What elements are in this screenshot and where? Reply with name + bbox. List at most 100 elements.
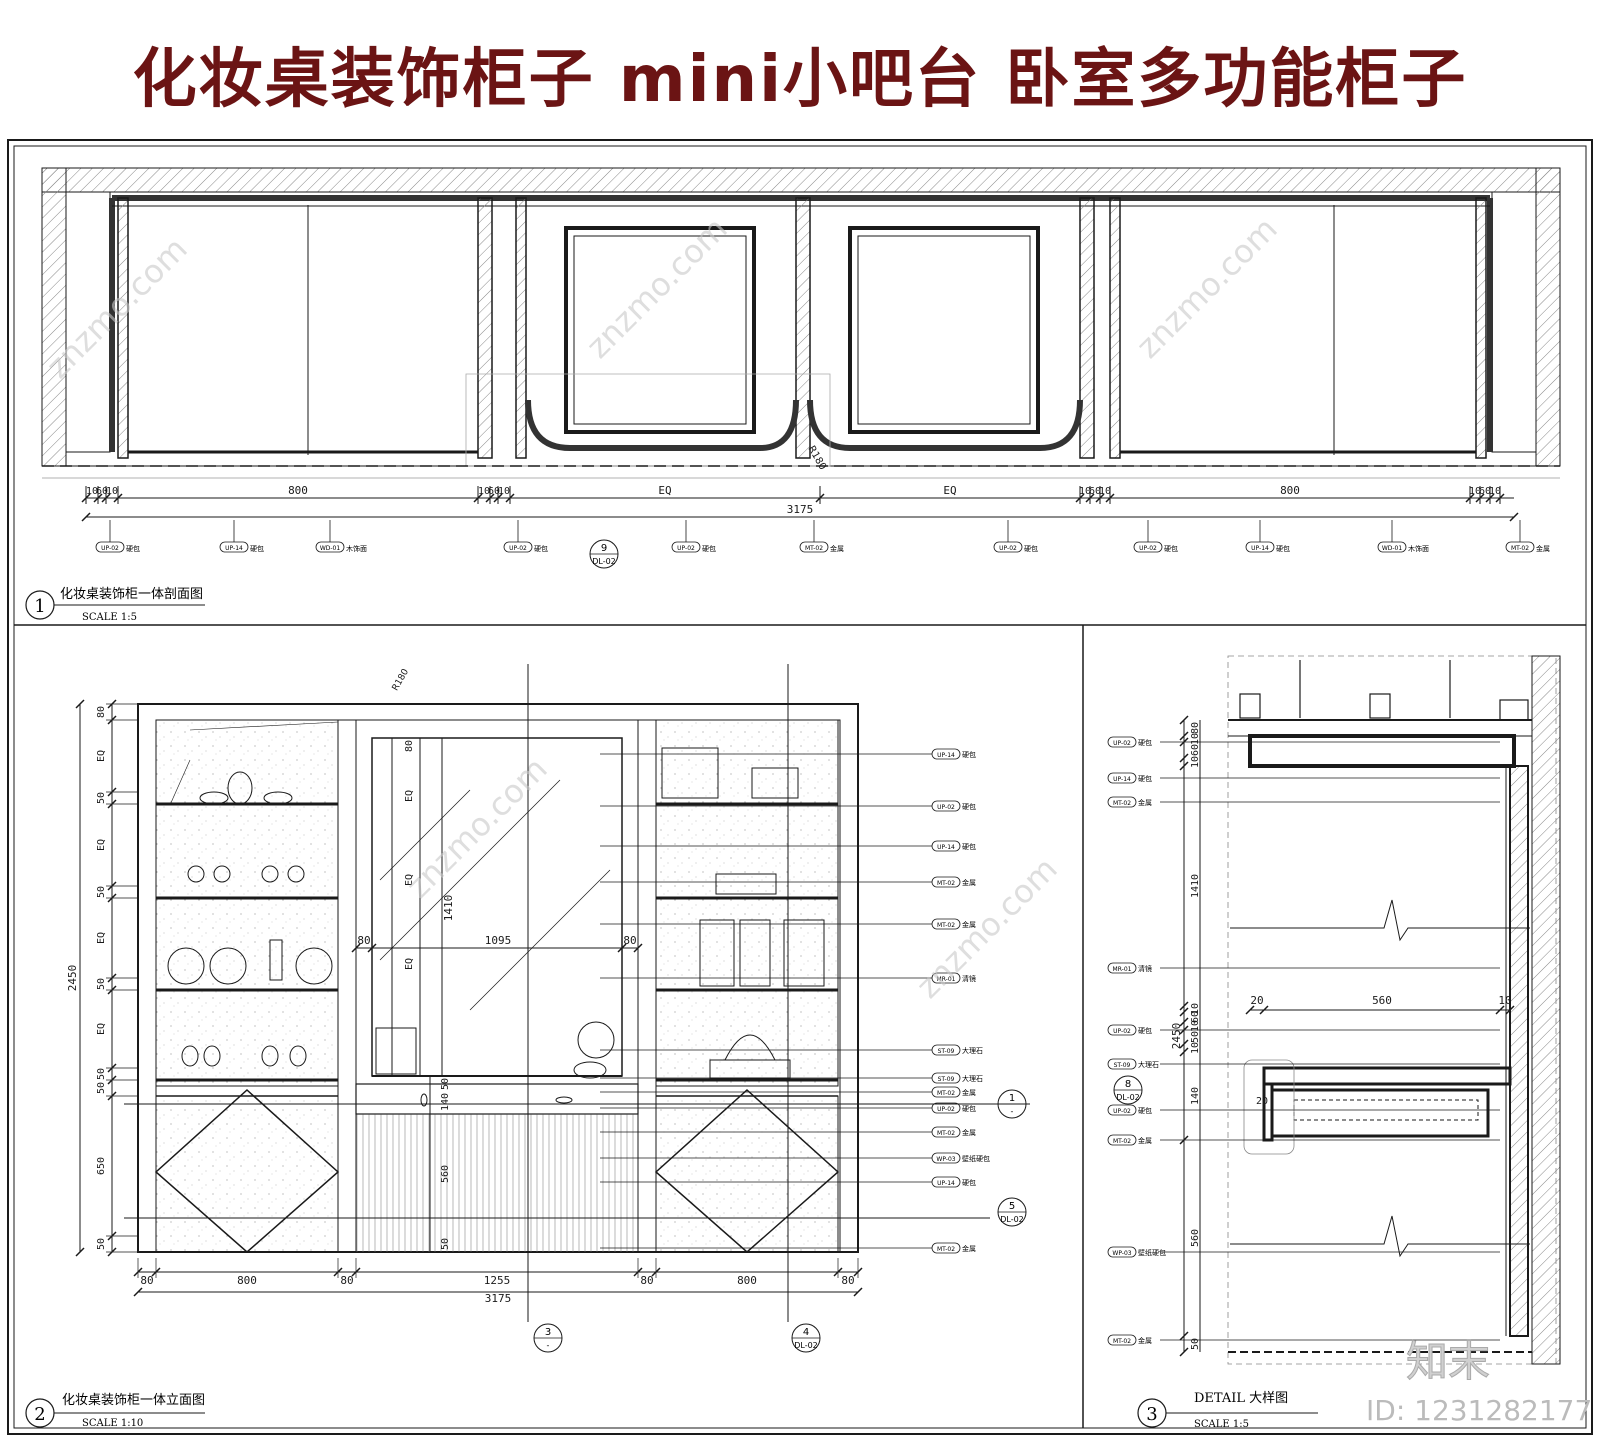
material-tag-code: WD-01 — [1382, 545, 1403, 552]
material-tag-code: UP-14 — [937, 752, 955, 759]
elevation-dimensions: 80EQ50EQ50EQ50EQ505065050245080EQEQEQ141… — [66, 706, 855, 1305]
material-tag-code: MT-02 — [937, 1130, 955, 1137]
dim-tick — [1505, 1005, 1515, 1015]
section-callout-marker: 1- — [997, 1089, 1027, 1119]
material-tag-text: 硬包 — [962, 1178, 976, 1187]
section-dim-label: 10 — [498, 486, 510, 497]
detail-dim-top: 560 — [1372, 994, 1392, 1007]
elevation-dim-drawer: 50 — [440, 1078, 451, 1090]
section-callout: 9DL-02 — [589, 539, 619, 569]
elevation-caption-scale: SCALE 1:10 — [82, 1418, 143, 1429]
dim-tick — [633, 943, 643, 953]
section-caption: 1 化妆桌装饰柜一体剖面图 SCALE 1:5 — [25, 587, 205, 623]
detail-callout: 8DL-02 — [1113, 1075, 1143, 1105]
dim-tick — [1179, 753, 1189, 763]
dim-tick — [75, 1247, 85, 1257]
detail-dim-label: 50 — [1190, 1031, 1201, 1043]
material-tag-code: MR-01 — [1113, 966, 1132, 973]
material-tag-text: 木饰面 — [1408, 544, 1429, 553]
dim-tick — [1179, 1007, 1189, 1017]
elevation-dim-mirror-height: 1410 — [442, 895, 455, 922]
detail-dim-top: 10 — [1498, 994, 1511, 1007]
material-tag-code: MT-02 — [937, 1246, 955, 1253]
material-tag-text: 金属 — [1138, 1336, 1152, 1345]
material-tag-code: ST-09 — [938, 1048, 955, 1055]
elevation-dim-bottom: 80 — [640, 1274, 653, 1287]
dim-tick — [81, 512, 91, 522]
callout-sheet: DL-02 — [1116, 1093, 1140, 1102]
material-tag-text: 硬包 — [702, 544, 716, 553]
section-dim-label: 10 — [1079, 486, 1091, 497]
callout-sheet: - — [547, 1341, 550, 1350]
elevation-dim-drawer: 140 — [440, 1093, 451, 1111]
material-tag-text: 硬包 — [1164, 544, 1178, 553]
detail-dim-side: 20 — [1256, 1096, 1268, 1107]
section-view — [41, 167, 1561, 522]
dim-tick — [1179, 1347, 1189, 1357]
elevation-dim-center: EQ — [404, 790, 415, 802]
dim-tick — [1259, 1005, 1269, 1015]
material-tag-text: 木饰面 — [346, 544, 367, 553]
section-caption-name: 化妆桌装饰柜一体剖面图 — [60, 587, 203, 602]
elevation-dim-center: EQ — [404, 874, 415, 886]
detail-dim-label: 560 — [1190, 1229, 1201, 1247]
dim-tick — [1179, 731, 1189, 741]
material-tag-text: 金属 — [1138, 798, 1152, 807]
material-tag-code: UP-02 — [937, 804, 955, 811]
material-tag-code: UP-02 — [101, 545, 119, 552]
callout-number: 9 — [601, 543, 607, 554]
material-tag-code: WP-03 — [936, 1156, 955, 1163]
radius-label-left: R180 — [391, 667, 412, 693]
material-tag-text: 大理石 — [962, 1046, 983, 1055]
material-tag: ST-09 大理石 — [600, 1044, 983, 1056]
material-tag-text: 金属 — [1138, 1136, 1152, 1145]
section-callout-marker: 3- — [533, 1323, 563, 1353]
elevation-dim-label: 50 — [96, 1238, 107, 1250]
detail-caption: 3 DETAIL 大样图 SCALE 1:5 — [1137, 1391, 1318, 1430]
elevation-dim-total-width: 3175 — [485, 1292, 512, 1305]
material-tag-text: 金属 — [830, 544, 844, 553]
section-callout-marker: 4DL-02 — [791, 1323, 821, 1353]
material-tag-code: UP-14 — [937, 1180, 955, 1187]
material-tag-text: 硬包 — [1138, 738, 1152, 747]
callout-sheet: - — [1011, 1107, 1014, 1116]
elevation-dim-label: 50 — [96, 978, 107, 990]
callout-number: 8 — [1125, 1079, 1131, 1090]
elevation-dim-inner-side-left: 80 — [357, 934, 370, 947]
material-tag-text: 大理石 — [1138, 1060, 1159, 1069]
dim-tick — [1495, 1005, 1505, 1015]
material-tag-code: UP-14 — [1251, 545, 1269, 552]
material-tag-code: MT-02 — [805, 545, 823, 552]
material-tag-code: MT-02 — [937, 880, 955, 887]
material-tag-text: 硬包 — [1138, 1026, 1152, 1035]
material-tag-code: MT-02 — [937, 922, 955, 929]
sheet-title: 化妆桌装饰柜子 mini小吧台 卧室多功能柜子 — [132, 43, 1468, 117]
material-tag-text: 金属 — [962, 1244, 976, 1253]
detail-dim-top: 20 — [1250, 994, 1263, 1007]
material-tag-code: MT-02 — [1511, 545, 1529, 552]
material-tag-text: 硬包 — [534, 544, 548, 553]
detail-dim-label: 10 — [1190, 1020, 1201, 1032]
material-tag-text: 金属 — [962, 1128, 976, 1137]
watermark-site-5: znzmo.com — [909, 850, 1065, 1006]
detail-dim-label: 10 — [1190, 733, 1201, 745]
dim-tick — [1179, 715, 1189, 725]
material-tag-code: MT-02 — [937, 1090, 955, 1097]
material-tag-code: UP-02 — [999, 545, 1017, 552]
